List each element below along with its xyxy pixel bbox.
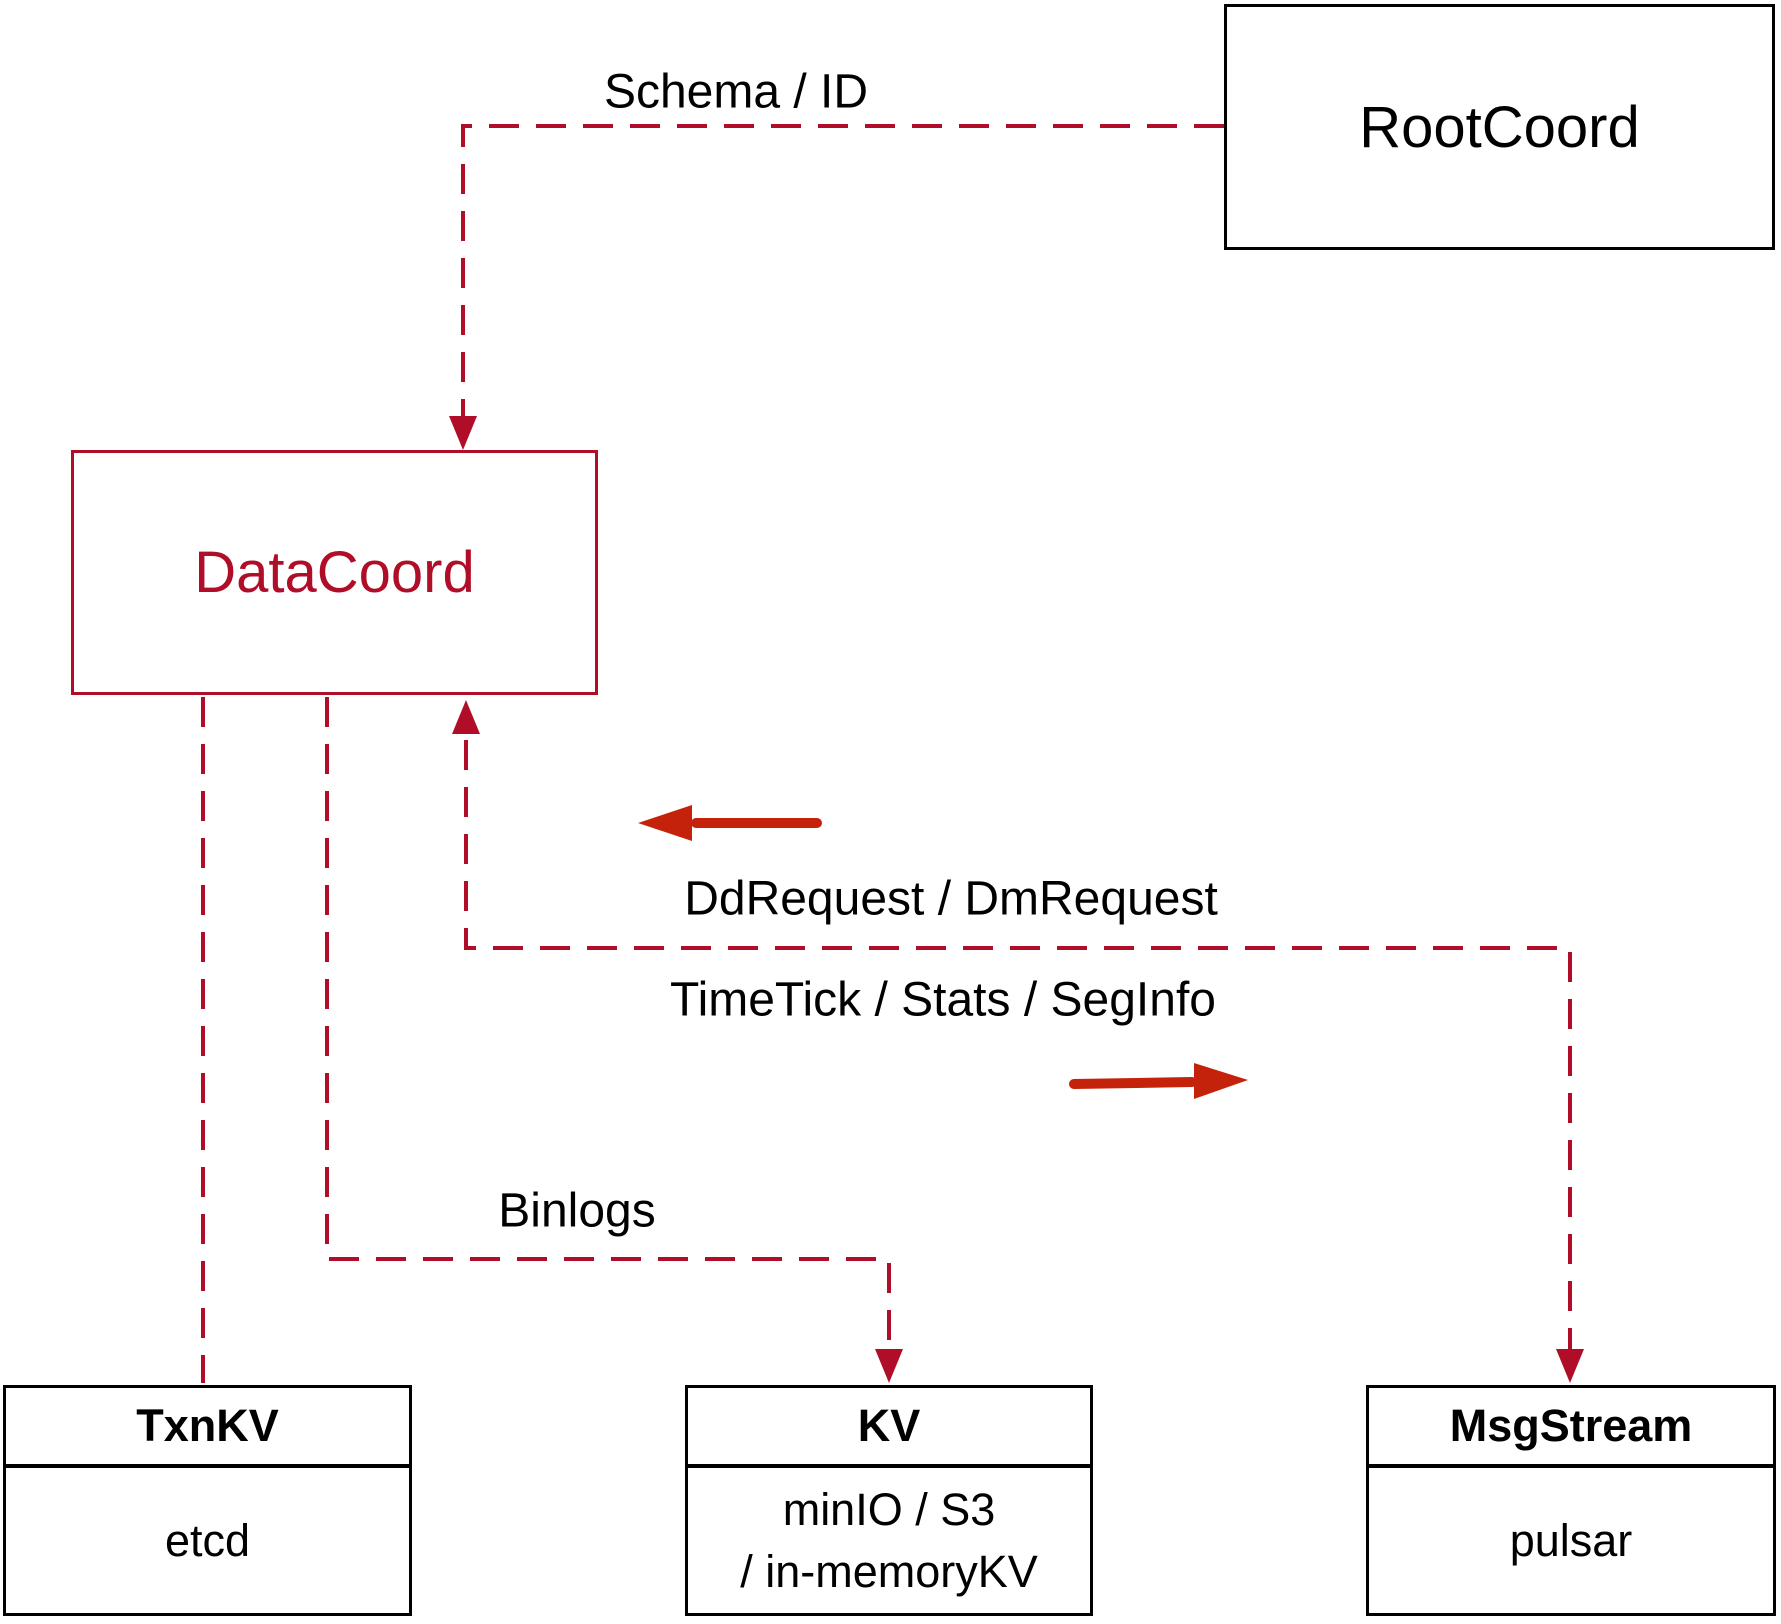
rootcoord-label: RootCoord <box>1359 94 1640 160</box>
kv-body-line2: / in-memoryKV <box>740 1545 1038 1597</box>
left-direction-arrow <box>638 805 822 841</box>
msgstream-title: MsgStream <box>1369 1388 1773 1468</box>
timetick-label: TimeTick / Stats / SegInfo <box>670 973 1216 1027</box>
schema-id-label: Schema / ID <box>603 65 869 119</box>
arrowhead-down-into-datacoord-top <box>449 416 477 450</box>
node-msgstream: MsgStream pulsar <box>1366 1385 1776 1616</box>
request-connector <box>464 740 1572 1349</box>
datacoord-label: DataCoord <box>194 540 475 605</box>
node-txnkv: TxnKV etcd <box>3 1385 412 1616</box>
txnkv-title: TxnKV <box>6 1388 409 1468</box>
msgstream-body: pulsar <box>1509 1514 1633 1566</box>
txnkv-body: etcd <box>164 1514 251 1566</box>
kv-title: KV <box>688 1388 1090 1468</box>
arrowhead-up-into-datacoord-bottom <box>452 700 480 734</box>
schema-id-connector <box>461 124 1224 416</box>
node-kv: KV minIO / S3 / in-memoryKV <box>685 1385 1093 1616</box>
kv-body-line1: minIO / S3 <box>782 1483 996 1535</box>
ddrequest-label: DdRequest / DmRequest <box>684 872 1218 926</box>
right-direction-arrow <box>1069 1063 1248 1099</box>
binlogs-label: Binlogs <box>498 1184 656 1238</box>
node-rootcoord: RootCoord <box>1224 4 1775 250</box>
node-datacoord: DataCoord <box>71 450 598 695</box>
arrowhead-down-into-kv-top <box>875 1349 903 1383</box>
arrowhead-down-into-msgstream-top <box>1556 1349 1584 1383</box>
